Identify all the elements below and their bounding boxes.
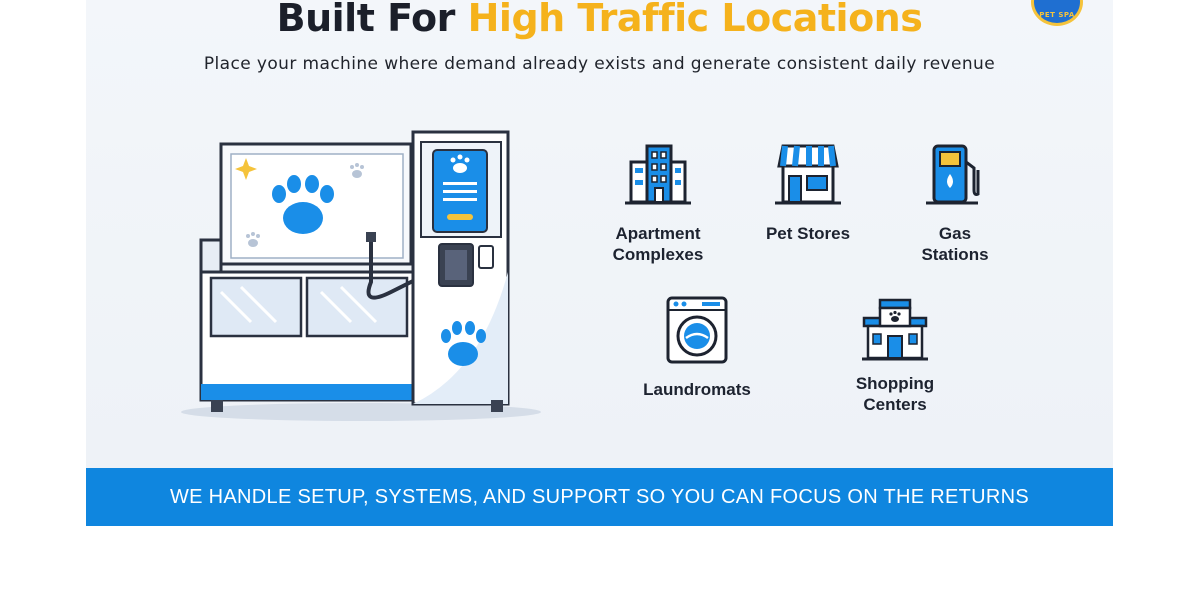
title-part-2: High Traffic Locations xyxy=(467,0,923,40)
location-laundromats: Laundromats xyxy=(632,296,762,400)
location-label: Apartment Complexes xyxy=(612,224,704,264)
footer-banner: WE HANDLE SETUP, SYSTEMS, AND SUPPORT SO… xyxy=(86,468,1113,526)
footer-text: WE HANDLE SETUP, SYSTEMS, AND SUPPORT SO… xyxy=(169,485,1029,508)
location-label: Gas Stations xyxy=(921,224,989,264)
location-pet-stores: Pet Stores xyxy=(748,140,868,244)
storefront-icon xyxy=(775,144,841,205)
location-gas-stations: Gas Stations xyxy=(895,140,1015,265)
pet-wash-machine-illustration xyxy=(181,130,541,421)
page-title: Built For High Traffic Locations xyxy=(86,0,1113,40)
hero-panel: Built For High Traffic Locations PET SPA… xyxy=(86,0,1113,468)
apartment-building-icon xyxy=(625,144,691,205)
washing-machine-icon xyxy=(666,296,728,364)
paw-icon xyxy=(272,175,334,234)
location-shopping-centers: Shopping Centers xyxy=(830,296,960,415)
title-part-1: Built For xyxy=(276,0,456,40)
location-label: Pet Stores xyxy=(765,224,851,243)
location-label: Shopping Centers xyxy=(855,374,935,414)
location-label: Laundromats xyxy=(643,380,751,399)
shopping-center-icon xyxy=(862,298,928,361)
location-apartment-complexes: Apartment Complexes xyxy=(598,140,718,265)
logo-text: PET SPA xyxy=(1039,11,1075,19)
page-subtitle: Place your machine where demand already … xyxy=(203,54,996,74)
gas-pump-icon xyxy=(926,144,980,205)
